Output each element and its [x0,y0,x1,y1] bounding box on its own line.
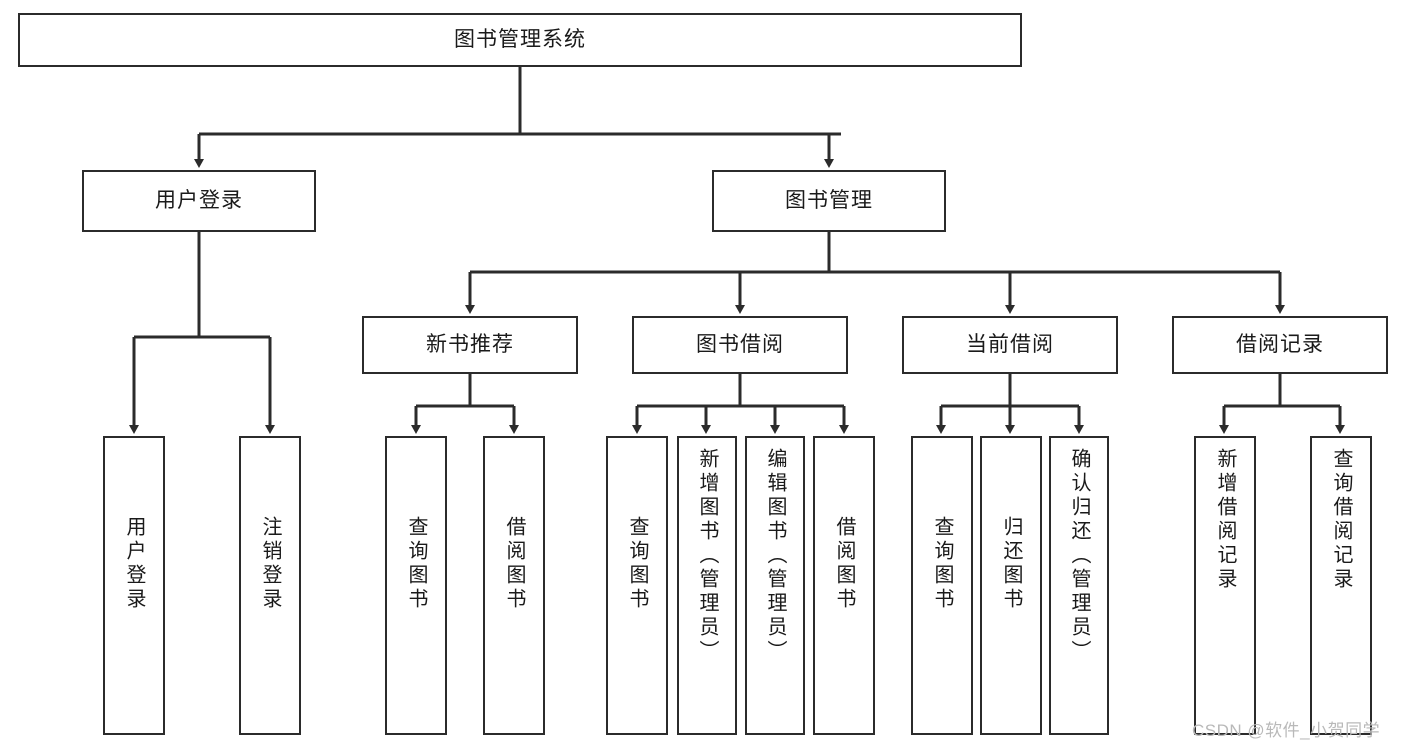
node-leaf-logout-login-label: 注销登录 [259,516,281,612]
node-leaf-return-book[interactable]: 归还图书 [980,436,1042,735]
node-book-borrow[interactable]: 图书借阅 [632,316,848,374]
node-current-borrow[interactable]: 当前借阅 [902,316,1118,374]
node-leaf-user-login[interactable]: 用户登录 [103,436,165,735]
csdn-watermark: CSDN @软件_小贺同学 [1192,721,1381,740]
node-leaf-borrow-book-1[interactable]: 借阅图书 [483,436,545,735]
node-leaf-logout-login[interactable]: 注销登录 [239,436,301,735]
node-leaf-add-book[interactable]: 新增图书（管理员） [677,436,737,735]
node-borrow-record[interactable]: 借阅记录 [1172,316,1388,374]
node-leaf-query-book-1-label: 查询图书 [405,516,427,612]
node-leaf-confirm-return[interactable]: 确认归还（管理员） [1049,436,1109,735]
node-leaf-borrow-book-1-label: 借阅图书 [503,516,525,612]
node-leaf-return-book-label: 归还图书 [1000,516,1022,612]
node-new-book-recommend[interactable]: 新书推荐 [362,316,578,374]
node-leaf-query-record-label: 查询借阅记录 [1330,448,1352,592]
node-leaf-edit-book[interactable]: 编辑图书（管理员） [745,436,805,735]
node-book-manage[interactable]: 图书管理 [712,170,946,232]
node-user-login-label: 用户登录 [155,188,243,212]
node-new-book-recommend-label: 新书推荐 [426,332,514,356]
node-leaf-edit-book-label: 编辑图书（管理员） [764,448,786,664]
node-user-login[interactable]: 用户登录 [82,170,316,232]
node-leaf-query-book-1[interactable]: 查询图书 [385,436,447,735]
node-leaf-add-record-label: 新增借阅记录 [1214,448,1236,592]
node-leaf-query-book-2[interactable]: 查询图书 [606,436,668,735]
node-borrow-record-label: 借阅记录 [1236,332,1324,356]
node-leaf-confirm-return-label: 确认归还（管理员） [1068,448,1090,664]
node-leaf-borrow-book-2-label: 借阅图书 [833,516,855,612]
node-leaf-add-record[interactable]: 新增借阅记录 [1194,436,1256,735]
node-leaf-query-record[interactable]: 查询借阅记录 [1310,436,1372,735]
node-leaf-borrow-book-2[interactable]: 借阅图书 [813,436,875,735]
node-leaf-query-book-3[interactable]: 查询图书 [911,436,973,735]
node-root-label: 图书管理系统 [454,27,586,51]
node-leaf-add-book-label: 新增图书（管理员） [696,448,718,664]
node-leaf-query-book-3-label: 查询图书 [931,516,953,612]
node-leaf-user-login-label: 用户登录 [123,516,145,612]
node-book-manage-label: 图书管理 [785,188,873,212]
node-leaf-query-book-2-label: 查询图书 [626,516,648,612]
node-book-borrow-label: 图书借阅 [696,332,784,356]
node-current-borrow-label: 当前借阅 [966,332,1054,356]
node-root[interactable]: 图书管理系统 [18,13,1022,67]
